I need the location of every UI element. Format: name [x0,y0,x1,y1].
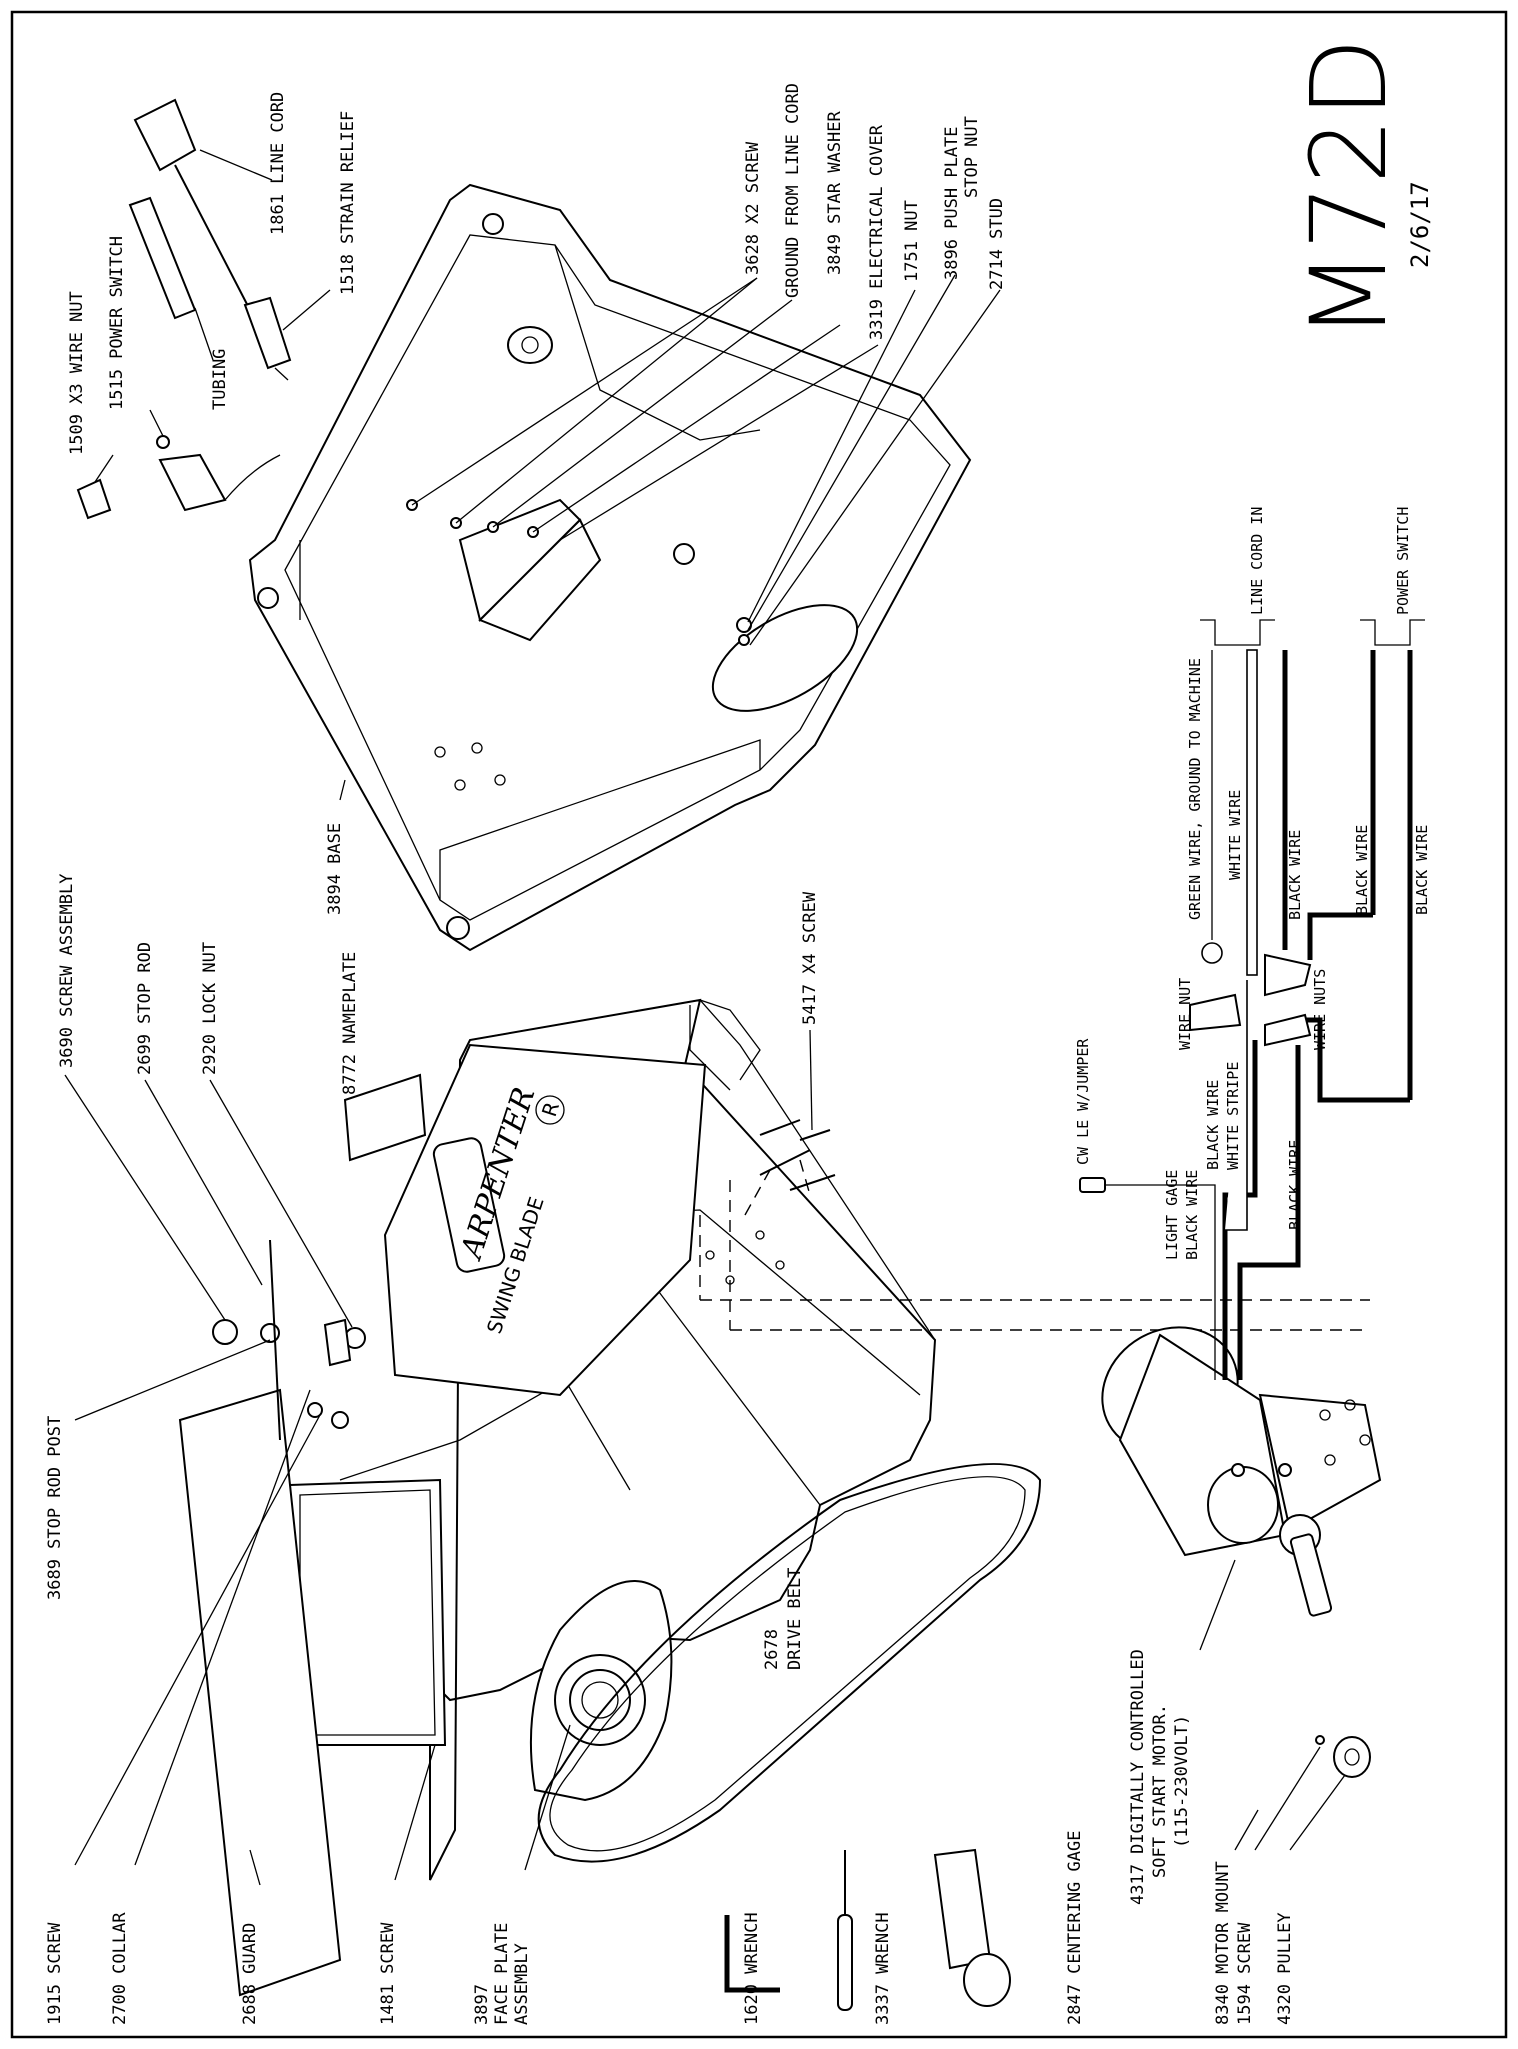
label-4317-motor-line2: SOFT START MOTOR. [1150,1704,1170,1878]
motor-assembly [1101,1326,1382,1778]
label-4317-motor-line3: (115-230VOLT) [1172,1715,1192,1848]
label-3894-base: 3894 BASE [325,823,345,915]
label-cw-le-jumper: CW LE W/JUMPER [1074,1038,1092,1165]
label-3337-wrench: 3337 WRENCH [873,1912,893,2025]
label-black-wire-line-cord: BLACK WIRE [1286,830,1304,920]
label-light-gage-black-wire: BLACK WIRE [1183,1170,1201,1260]
part-labels: 1509 X3 WIRE NUT 1515 POWER SWITCH TUBIN… [45,83,1295,2025]
label-2678-drive-belt: DRIVE BELT [785,1568,805,1670]
label-white-wire: WHITE WIRE [1226,790,1244,880]
label-3897-face-plate: FACE PLATE [492,1923,512,2025]
label-black-wire-switch-1: BLACK WIRE [1353,825,1371,915]
label-8340-motor-mount: 8340 MOTOR MOUNT [1213,1861,1233,2025]
drawing-date: 2/6/17 [1406,181,1434,268]
label-line-cord-in: LINE CORD IN [1248,507,1266,615]
label-2688-guard: 2688 GUARD [240,1923,260,2025]
label-2700-collar: 2700 COLLAR [110,1912,130,2025]
label-5417-screw: 5417 X4 SCREW [800,891,820,1025]
label-4320-pulley: 4320 PULLEY [1275,1912,1295,2025]
label-black-wire-white-stripe-2: WHITE STRIPE [1224,1062,1242,1170]
saw-body-assembly: ARPENTER R SWING BLADE [178,998,1370,1997]
motor-leaders [1199,1559,1346,1851]
label-2678-number: 2678 [762,1629,782,1670]
label-3896-stop-nut: STOP NUT [962,116,982,198]
tools [724,1848,1011,2011]
label-wire-nut: WIRE NUT [1176,978,1194,1050]
label-light-gage: LIGHT GAGE [1163,1170,1181,1260]
label-3896-push-plate: 3896 PUSH PLATE [942,126,962,280]
stop-rod-leaders [64,1029,813,1886]
sheet-border [10,10,1508,2039]
label-3628-screw: 3628 X2 SCREW [743,141,763,275]
label-black-wire-switch-2: BLACK WIRE [1413,825,1431,915]
model-number: M72D [1288,38,1410,340]
label-1861-line-cord: 1861 LINE CORD [268,92,288,235]
label-2699-stop-rod: 2699 STOP ROD [135,942,155,1075]
label-black-wire-white-stripe-1: BLACK WIRE [1204,1080,1222,1170]
label-3849-star-washer: 3849 STAR WASHER [825,110,845,275]
base-assembly [248,183,972,952]
label-1594-screw: 1594 SCREW [1235,1922,1255,2025]
label-3690-screw-assembly: 3690 SCREW ASSEMBLY [57,874,77,1068]
base-leaders [339,274,1001,801]
label-3319-electrical-cover: 3319 ELECTRICAL COVER [867,124,887,340]
label-wire-nuts: WIRE NUTS [1311,969,1329,1050]
label-3897-number: 3897 [472,1984,492,2025]
label-2920-lock-nut: 2920 LOCK NUT [200,942,220,1075]
label-8772-nameplate: 8772 NAMEPLATE [340,952,360,1095]
wiring-diagram [1079,619,1425,1380]
label-black-wire-motor: BLACK WIRE [1286,1140,1304,1230]
label-1751-nut: 1751 NUT [902,200,922,282]
label-1518-strain-relief: 1518 STRAIN RELIEF [338,111,358,295]
label-2847-centering-gage: 2847 CENTERING GAGE [1065,1831,1085,2025]
drive-belt [537,1463,1042,1863]
label-2714-stud: 2714 STUD [987,198,1007,290]
label-power-switch-wiring: POWER SWITCH [1394,507,1412,615]
small-parts-leaders [94,149,331,483]
label-tubing: TUBING [210,349,230,410]
stop-rod-cluster [212,1239,366,1441]
label-green-wire: GREEN WIRE, GROUND TO MACHINE [1186,658,1204,920]
label-3689-stop-rod-post: 3689 STOP ROD POST [45,1416,65,1600]
label-ground-from-line-cord: GROUND FROM LINE CORD [783,83,803,298]
label-4317-motor-line1: 4317 DIGITALLY CONTROLLED [1128,1649,1148,1905]
label-1515-power-switch: 1515 POWER SWITCH [107,236,127,410]
label-1509-wire-nut: 1509 X3 WIRE NUT [67,291,87,455]
wire-nut-and-switch-parts [76,98,292,520]
wiring-labels: LINE CORD IN POWER SWITCH GREEN WIRE, GR… [1074,507,1431,1260]
label-3897-assembly: ASSEMBLY [512,1943,532,2025]
label-1620-wrench: 1620 WRENCH [742,1912,762,2025]
label-1915-screw: 1915 SCREW [45,1922,65,2025]
label-1481-screw: 1481 SCREW [378,1922,398,2025]
